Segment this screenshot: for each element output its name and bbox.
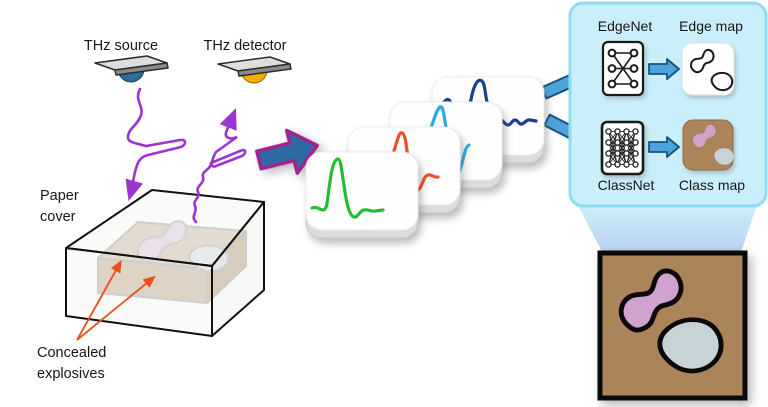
classnet-label: ClassNet xyxy=(598,177,655,193)
paper-cover-label-line1: Paper xyxy=(40,188,79,204)
sample-box-group: Paper cover Concealed explosives xyxy=(37,188,265,382)
thz-detector-label: THz detector xyxy=(204,38,287,54)
class-map-label: Class map xyxy=(679,177,745,193)
projection-beam xyxy=(578,205,757,252)
edge-map-label: Edge map xyxy=(679,18,743,34)
edgenet-icon xyxy=(601,40,645,97)
paper-cover-label-line2: cover xyxy=(40,209,76,225)
thz-source-label: THz source xyxy=(84,38,158,54)
edge-blob-outline-2 xyxy=(710,71,734,92)
paper-cover-box xyxy=(65,189,265,337)
waveform-card-green xyxy=(305,151,419,239)
classnet-icon xyxy=(600,120,645,176)
concealed-label-line2: explosives xyxy=(37,366,105,382)
classmap-zoom-square xyxy=(597,250,748,401)
pulse-green xyxy=(310,157,385,219)
annotation-arrows xyxy=(76,259,156,341)
thz-detector-icon xyxy=(217,56,292,84)
class-map-thumbnail xyxy=(682,119,734,171)
incident-pulse-wave xyxy=(125,87,187,202)
reflected-pulse-wave xyxy=(192,108,247,224)
edge-map-thumbnail xyxy=(681,42,735,96)
concealed-label-line1: Concealed xyxy=(37,345,106,361)
edgenet-label: EdgeNet xyxy=(598,18,653,34)
thz-source-icon xyxy=(94,55,169,83)
network-panel: EdgeNet Edge map ClassNet Class map xyxy=(568,1,768,208)
